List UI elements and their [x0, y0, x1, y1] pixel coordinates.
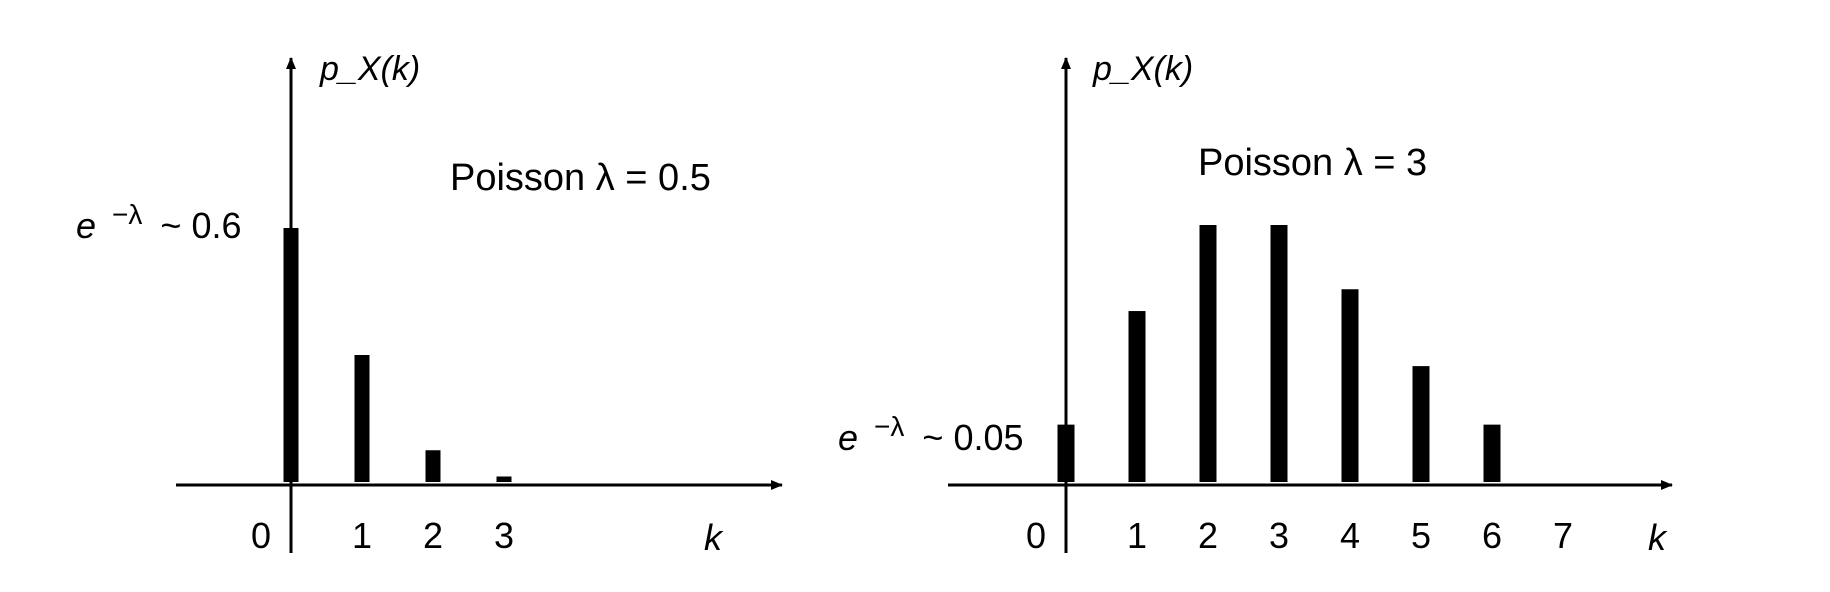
- chart-title: Poisson λ = 3: [1198, 142, 1427, 184]
- x-tick-label-3: 3: [1269, 515, 1289, 556]
- x-tick-label-0: 0: [251, 515, 271, 556]
- bar-k-0: [1057, 424, 1075, 482]
- bars: [283, 228, 512, 482]
- annotation-rest: ~ 0.6: [160, 205, 241, 246]
- bar-k-4: [1341, 289, 1359, 482]
- chart-poisson-0-5: p_X(k) Poisson λ = 0.5 e −λ ~ 0.6 k 0 1 2 3: [76, 50, 783, 558]
- x-axis-label: k: [1648, 517, 1668, 558]
- bar-k-2: [1199, 225, 1217, 482]
- annotation-sup: −λ: [112, 199, 142, 230]
- y-axis-label: p_X(k): [1092, 50, 1193, 88]
- x-tick-labels: 0 1 2 3: [251, 515, 514, 556]
- x-tick-label-2: 2: [1198, 515, 1218, 556]
- chart-title: Poisson λ = 0.5: [450, 157, 711, 199]
- annotation-e-lambda: e −λ ~ 0.05: [838, 403, 1024, 458]
- bar-k-5: [1412, 366, 1430, 482]
- y-axis-label: p_X(k): [319, 50, 420, 88]
- annotation-rest: ~ 0.05: [922, 417, 1023, 458]
- x-tick-label-1: 1: [352, 515, 372, 556]
- x-tick-labels: 0 1 2 3 4 5 6 7: [1026, 515, 1573, 556]
- x-tick-label-5: 5: [1411, 515, 1431, 556]
- x-tick-label-3: 3: [494, 515, 514, 556]
- x-tick-label-4: 4: [1340, 515, 1360, 556]
- annotation-e-lambda: e −λ ~ 0.6: [76, 191, 242, 246]
- annotation-e: e: [838, 417, 858, 458]
- annotation-e: e: [76, 205, 96, 246]
- x-tick-label-6: 6: [1482, 515, 1502, 556]
- bar-k-2: [425, 450, 441, 482]
- y-axis-label-text: p_X(k): [1092, 50, 1193, 88]
- bar-k-0: [283, 228, 299, 482]
- x-tick-label-2: 2: [423, 515, 443, 556]
- bar-k-3: [496, 476, 512, 482]
- bar-k-1: [1128, 311, 1146, 482]
- bar-k-1: [354, 355, 370, 482]
- x-tick-label-1: 1: [1127, 515, 1147, 556]
- bar-k-6: [1483, 424, 1501, 482]
- x-tick-label-7: 7: [1553, 515, 1573, 556]
- bar-k-3: [1270, 225, 1288, 482]
- x-tick-label-0: 0: [1026, 515, 1046, 556]
- x-axis-label: k: [704, 517, 724, 558]
- annotation-sup: −λ: [874, 411, 904, 442]
- y-axis-label-text: p_X(k): [319, 50, 420, 88]
- chart-poisson-3: p_X(k) Poisson λ = 3 e −λ ~ 0.05 k 0 1 2 3 4…: [838, 50, 1673, 558]
- bars: [1057, 225, 1501, 482]
